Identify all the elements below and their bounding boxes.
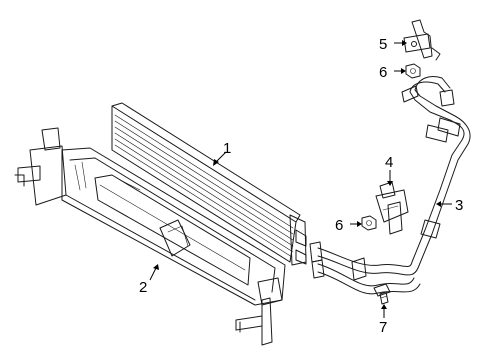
callout-1: 1 xyxy=(223,140,231,157)
callout-7: 7 xyxy=(379,319,387,336)
callout-3: 3 xyxy=(455,197,463,214)
callout-6-upper: 6 xyxy=(379,64,387,81)
nut-lower xyxy=(361,215,377,231)
nut-upper xyxy=(405,63,421,79)
cooler-lines xyxy=(309,76,471,295)
mounting-frame xyxy=(14,127,286,346)
callout-2: 2 xyxy=(139,279,147,296)
callout-4: 4 xyxy=(385,154,393,171)
callout-6-lower: 6 xyxy=(335,217,343,234)
oil-cooler xyxy=(111,102,307,266)
callout-5: 5 xyxy=(379,36,387,53)
callout-leaders xyxy=(149,40,452,318)
line-bracket xyxy=(375,181,409,235)
bolt xyxy=(373,283,391,305)
upper-bracket xyxy=(403,19,441,61)
